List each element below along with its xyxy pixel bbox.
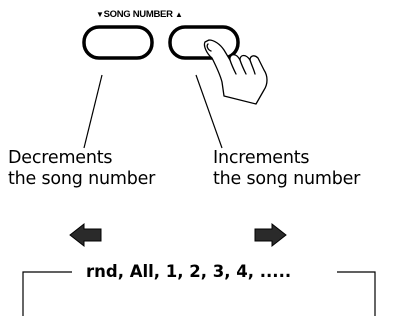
increment-caption: Increments the song number <box>213 148 360 190</box>
down-triangle-icon: ▼ <box>96 10 104 19</box>
decrement-caption: Decrements the song number <box>8 148 155 190</box>
increment-leader-line <box>195 74 223 149</box>
arrow-right-icon <box>254 222 287 248</box>
song-number-label: ▼SONG NUMBER ▲ <box>96 9 183 20</box>
arrow-left-icon <box>69 222 102 248</box>
increment-button[interactable] <box>168 25 240 60</box>
decrement-leader-line <box>83 74 103 149</box>
increment-caption-line2: the song number <box>213 169 361 189</box>
decrement-button[interactable] <box>82 25 154 60</box>
pointing-hand-icon <box>203 39 268 105</box>
sequence-bracket-left <box>22 271 72 316</box>
up-triangle-icon: ▲ <box>174 10 183 19</box>
decrement-caption-line2: the song number <box>8 169 156 189</box>
increment-caption-line1: Increments <box>213 148 310 168</box>
decrement-caption-line1: Decrements <box>8 148 113 168</box>
song-number-text: SONG NUMBER <box>103 9 173 20</box>
sequence-bracket-right <box>337 271 376 316</box>
song-sequence: rnd, All, 1, 2, 3, 4, ..... <box>82 262 296 281</box>
